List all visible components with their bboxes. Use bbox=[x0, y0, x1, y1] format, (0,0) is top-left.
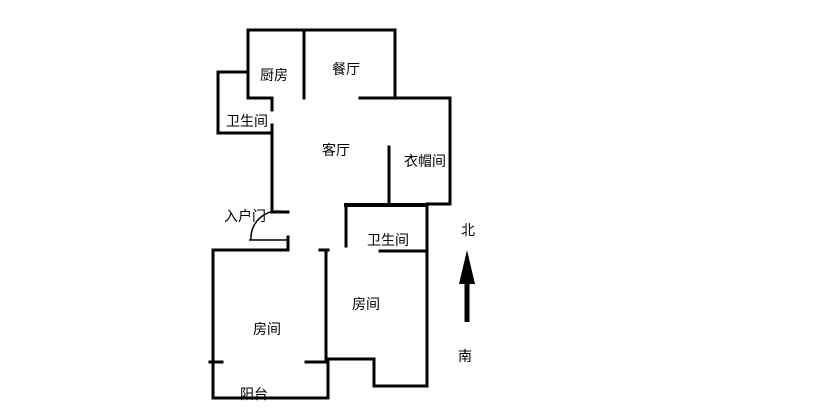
balcony-label: 阳台 bbox=[240, 387, 268, 403]
dining-label: 餐厅 bbox=[332, 62, 360, 78]
bedroom-left-walls bbox=[208, 248, 330, 400]
bathroom-2-walls bbox=[344, 203, 429, 388]
bathroom-1-label: 卫生间 bbox=[226, 114, 268, 130]
north-arrow-icon bbox=[459, 250, 475, 322]
south-label: 南 bbox=[458, 349, 472, 365]
bathroom-1-walls bbox=[216, 70, 274, 135]
north-label: 北 bbox=[461, 223, 475, 239]
bathroom-2-label: 卫生间 bbox=[367, 233, 409, 249]
living-room-walls bbox=[270, 96, 452, 206]
entrance-label: 入户门 bbox=[224, 209, 266, 225]
bedroom-left-label: 房间 bbox=[253, 322, 281, 338]
living-room-label: 客厅 bbox=[322, 143, 350, 159]
entrance-door bbox=[211, 198, 290, 252]
cloakroom-label: 衣帽间 bbox=[404, 154, 446, 170]
bedroom-right-walls bbox=[324, 250, 429, 388]
kitchen-label: 厨房 bbox=[260, 68, 288, 84]
kitchen-dining-walls bbox=[246, 28, 452, 100]
bedroom-right-label: 房间 bbox=[352, 297, 380, 313]
